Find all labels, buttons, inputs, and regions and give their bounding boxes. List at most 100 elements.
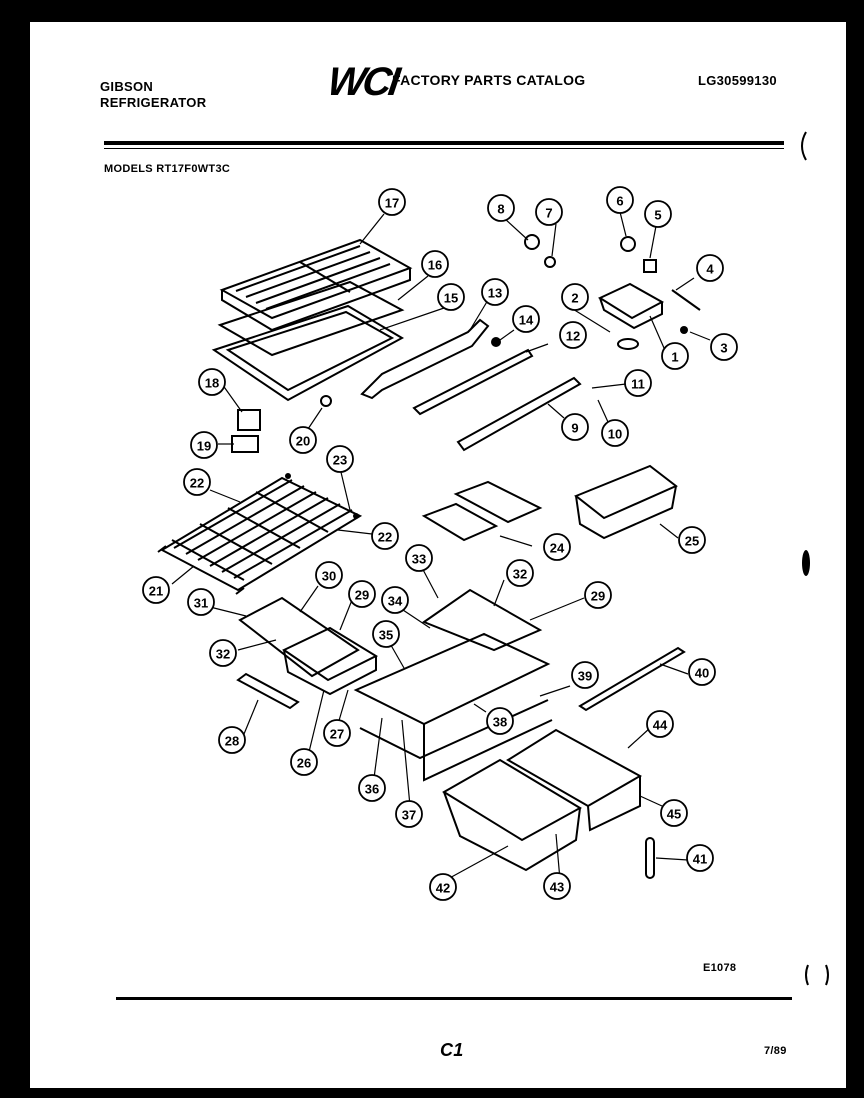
callout-number: 31 [194,596,208,611]
callout-number: 32 [513,567,527,582]
callout-42: 42 [429,873,457,901]
callout-18: 18 [198,368,226,396]
callout-number: 30 [322,569,336,584]
callout-number: 38 [493,715,507,730]
leader-lines [171,211,711,881]
callout-number: 15 [444,291,458,306]
callout-7: 7 [535,198,563,226]
callout-number: 1 [671,350,678,365]
callout-number: 44 [653,718,668,733]
scan-border-top [0,0,864,22]
callout-41: 41 [686,844,714,872]
callout-45: 45 [660,799,688,827]
part-25-bin [574,464,678,540]
callout-number: 42 [436,881,450,896]
callout-8: 8 [487,194,515,222]
part-20-bolt [320,395,332,407]
callout-number: 22 [378,530,392,545]
callout-number: 29 [591,589,605,604]
callout-22: 22 [183,468,211,496]
callout-number: 13 [488,286,502,301]
punch-mark [801,131,807,161]
punch-mark [805,964,829,986]
callout-29: 29 [348,580,376,608]
callout-39: 39 [571,661,599,689]
part-18-19-assembly [231,409,261,453]
callout-number: 11 [631,377,645,392]
scan-border-bottom [0,1088,864,1098]
callout-number: 2 [571,291,578,306]
callout-15: 15 [437,283,465,311]
callout-number: 6 [616,194,623,209]
part-42-crisper [442,758,583,872]
brand-block: GIBSON REFRIGERATOR [100,79,206,111]
page-code: C1 [440,1040,464,1060]
brand-name: GIBSON [100,79,154,94]
callout-40: 40 [688,658,716,686]
callout-13: 13 [481,278,509,306]
callout-30: 30 [315,561,343,589]
part-16-15-frames [211,280,405,402]
scan-border-right [846,0,864,1098]
callout-27: 27 [323,719,351,747]
callout-number: 28 [225,734,239,749]
callout-number: 33 [412,552,426,567]
footer-rule [116,997,792,1000]
callout-32: 32 [209,639,237,667]
part-17-cover [219,238,413,332]
callout-number: 4 [706,262,714,277]
callout-number: 12 [566,329,580,344]
callout-number: 20 [296,434,310,449]
part-6-7-8-small-parts [524,234,657,273]
callout-number: 40 [695,666,709,681]
callout-number: 27 [330,727,344,742]
appliance-type: REFRIGERATOR [100,95,207,110]
callout-number: 10 [608,427,622,442]
callout-21: 21 [142,576,170,604]
callout-26: 26 [290,748,318,776]
part-1-housing [597,282,701,350]
part-44-crisper [506,728,643,832]
callout-1: 1 [661,342,689,370]
callout-23: 23 [326,445,354,473]
callout-32: 32 [506,559,534,587]
callout-3: 3 [710,333,738,361]
date-code: 7/89 [764,1045,787,1057]
callout-number: 18 [205,376,219,391]
callout-10: 10 [601,419,629,447]
callout-43: 43 [543,872,571,900]
callout-14: 14 [512,305,540,333]
callout-number: 34 [388,594,403,609]
callout-number: 3 [720,341,727,356]
part-37-glass-shelf [353,632,553,782]
part-40-rail [578,646,686,712]
part-30-31-32-shelf-frame [238,596,379,696]
callout-17: 17 [378,188,406,216]
callout-number: 22 [190,476,204,491]
callout-19: 19 [190,431,218,459]
callout-9: 9 [561,413,589,441]
callout-number: 23 [333,453,347,468]
part-13-bracket [360,318,490,400]
callout-29: 29 [584,581,612,609]
callout-number: 5 [654,208,661,223]
callout-number: 19 [197,439,211,454]
part-12-rail [412,348,534,416]
callout-22: 22 [371,522,399,550]
catalog-number: LG30599130 [698,73,777,88]
callout-4: 4 [696,254,724,282]
callout-number: 21 [149,584,163,599]
callout-28: 28 [218,726,246,754]
callout-number: 7 [545,206,552,221]
part-9-rail [456,376,582,452]
header-rule [104,141,784,145]
callout-number: 8 [497,202,504,217]
callout-number: 41 [693,852,707,867]
callout-24: 24 [543,533,571,561]
part-41-hinge [645,837,655,879]
callout-number: 25 [685,534,699,549]
part-33-34-shelf-frame [421,588,543,652]
callout-44: 44 [646,710,674,738]
callout-16: 16 [421,250,449,278]
